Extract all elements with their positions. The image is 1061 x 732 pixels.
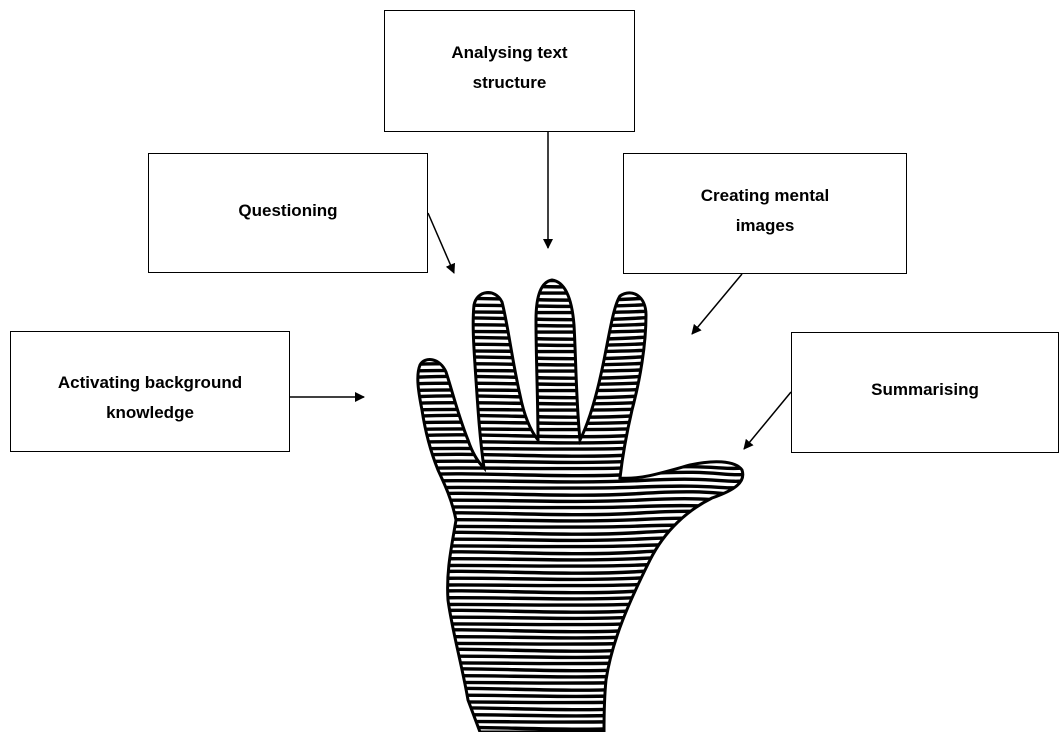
label-analysing-text-structure: Analysing text structure xyxy=(440,38,580,98)
hand-stripe xyxy=(410,642,750,644)
hand-stripe xyxy=(410,467,750,469)
hand-stripe xyxy=(410,336,750,339)
hand-stripe xyxy=(410,525,750,527)
hand-stripe xyxy=(410,401,750,404)
hand-stripe xyxy=(410,623,750,625)
hand-stripe xyxy=(410,304,750,307)
label-summarising: Summarising xyxy=(871,375,979,405)
hand-stripe xyxy=(410,720,750,722)
hand-stripe xyxy=(410,389,750,391)
label-creating-mental-images: Creating mental images xyxy=(685,181,845,241)
box-activating-background-knowledge: Activating background knowledge xyxy=(10,331,290,452)
arrow-creating xyxy=(692,274,742,334)
arrow-questioning xyxy=(428,213,454,273)
hand-stripe xyxy=(410,564,750,566)
hand-stripe xyxy=(410,447,750,449)
hand-stripe xyxy=(410,343,750,346)
hand-stripe xyxy=(410,382,750,385)
hand-stripe xyxy=(410,362,750,365)
hand-stripe xyxy=(410,297,750,300)
hand-stripe xyxy=(410,701,750,703)
hand-stripe xyxy=(410,284,750,287)
hand-stripe xyxy=(410,316,750,319)
hand-stripe xyxy=(410,330,750,332)
hand-stripe xyxy=(410,369,750,371)
box-analysing-text-structure: Analysing text structure xyxy=(384,10,635,132)
label-questioning: Questioning xyxy=(238,196,337,226)
hand-stripe xyxy=(410,394,750,397)
hand-icon xyxy=(410,277,750,732)
hand-stripe xyxy=(410,291,750,293)
box-questioning: Questioning xyxy=(148,153,428,273)
hand-stripe xyxy=(410,545,750,547)
hand-stripe xyxy=(410,350,750,352)
hand-stripe xyxy=(410,408,750,410)
hand-stripe xyxy=(410,355,750,358)
hand-stripe xyxy=(410,375,750,378)
hand-stripe xyxy=(410,311,750,313)
label-activating-background-knowledge: Activating background knowledge xyxy=(25,368,275,428)
hand-stripe xyxy=(410,486,750,488)
box-creating-mental-images: Creating mental images xyxy=(623,153,907,274)
hand-stripe xyxy=(410,584,750,586)
hand-stripe xyxy=(410,603,750,605)
box-summarising: Summarising xyxy=(791,332,1059,453)
hand-stripe xyxy=(410,681,750,683)
hand-stripe xyxy=(410,277,750,280)
arrow-summarising xyxy=(744,392,791,449)
